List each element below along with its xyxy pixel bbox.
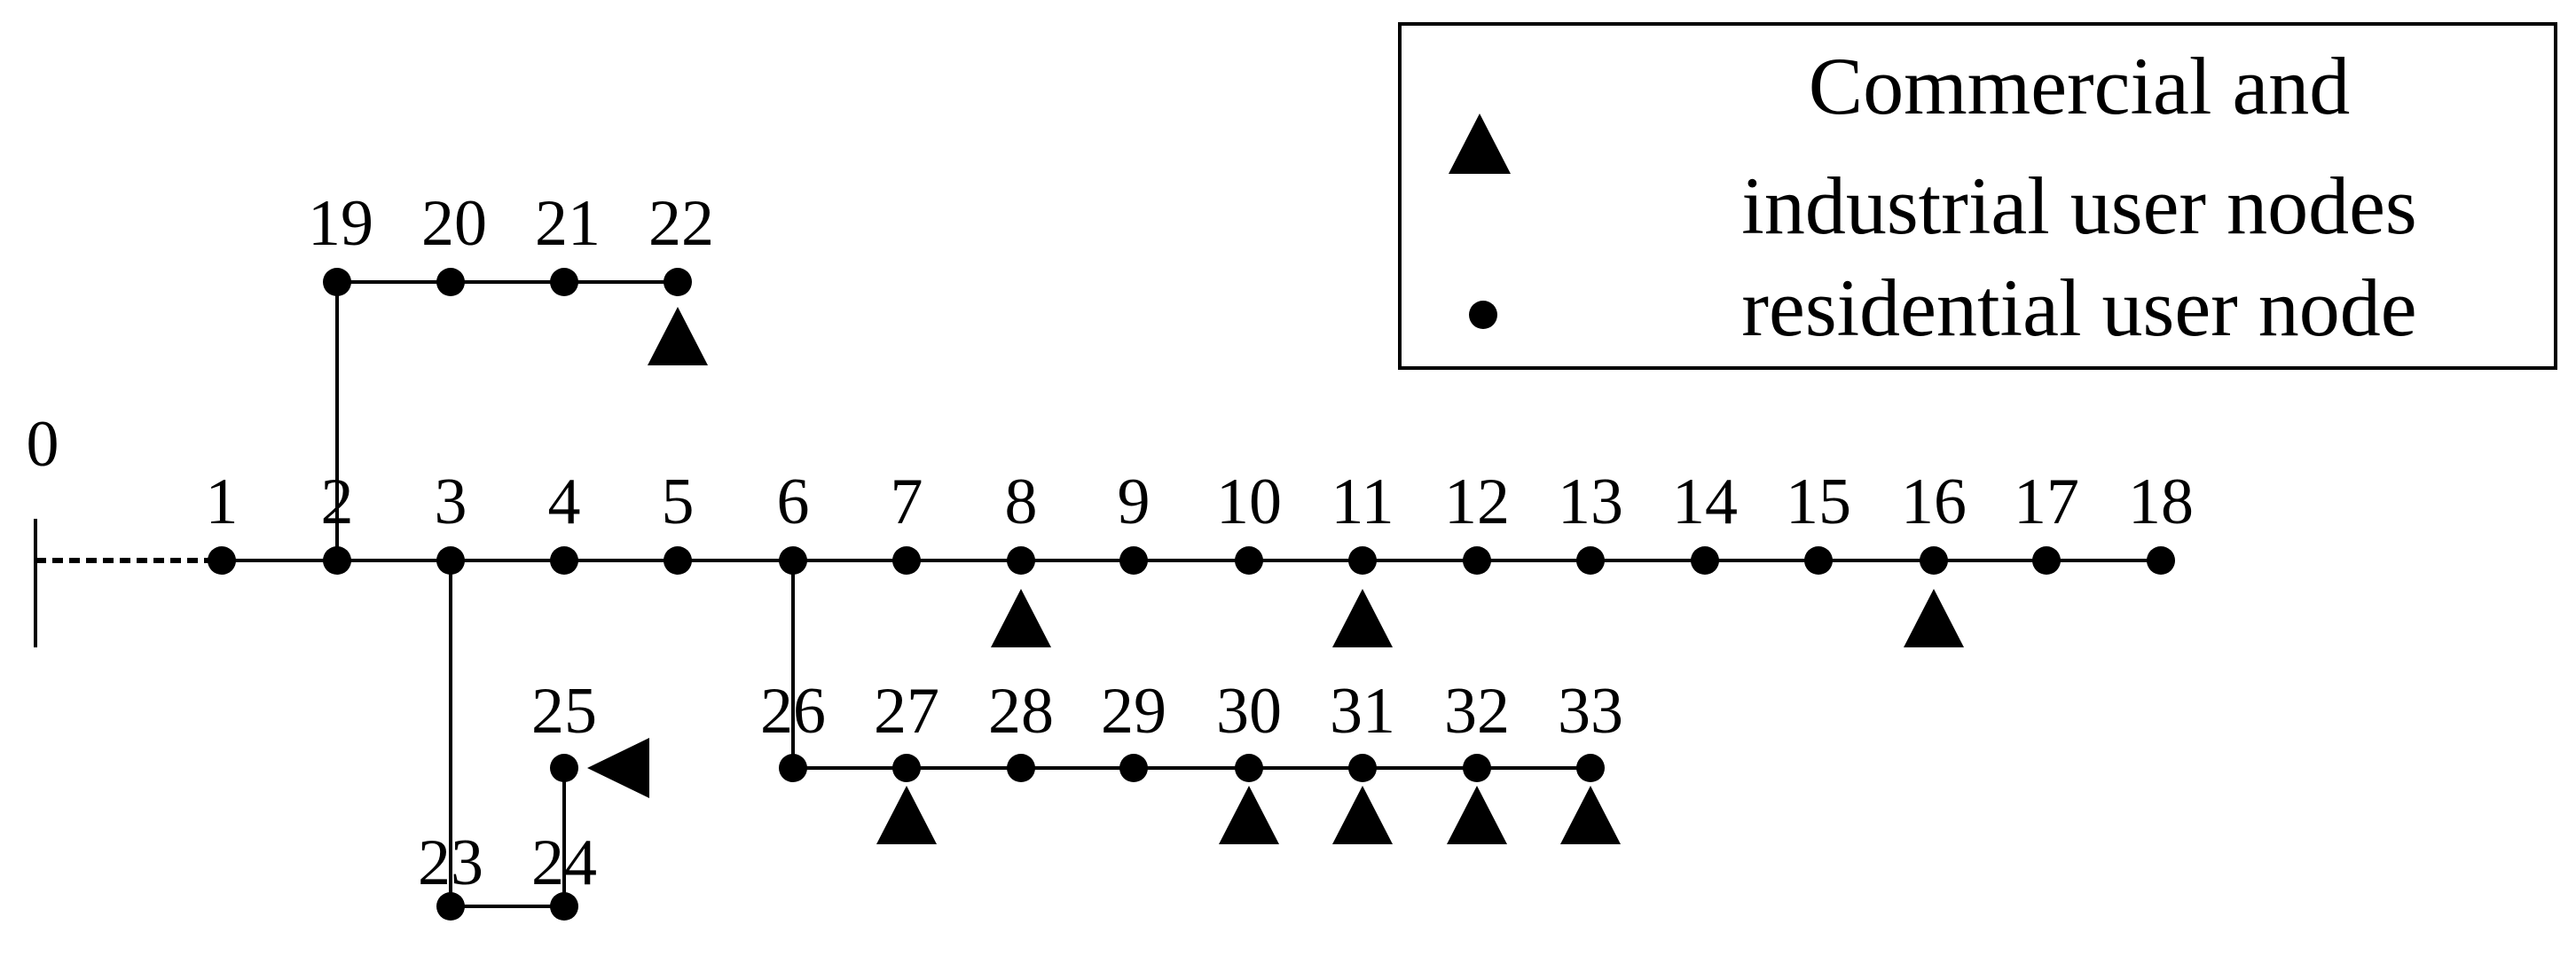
nodes-layer [208,268,2175,921]
node-19 [323,268,351,296]
node-label-3: 3 [435,466,467,538]
node-label-8: 8 [1005,466,1038,538]
triangle-icon [1449,114,1511,174]
triangle-icon-node-8 [991,589,1051,647]
node-20 [436,268,465,296]
node-label-6: 6 [777,466,810,538]
dot-icon [1469,301,1497,329]
node-label-27: 27 [874,675,939,748]
node-label-21: 21 [535,187,601,260]
node-label-18: 18 [2128,466,2194,538]
triangle-icon-node-16 [1904,589,1964,647]
node-label-19: 19 [308,187,373,260]
node-23 [436,892,465,921]
node-5 [664,546,692,575]
node-17 [2032,546,2061,575]
node-label-20: 20 [421,187,487,260]
node-label-32: 32 [1444,675,1510,748]
source-label: 0 [27,408,59,481]
node-label-11: 11 [1331,466,1394,538]
node-9 [1119,546,1148,575]
node-1 [208,546,236,575]
node-label-1: 1 [206,466,239,538]
node-14 [1691,546,1719,575]
node-26 [779,754,807,782]
node-label-26: 26 [760,675,826,748]
triangle-icon-node-32 [1447,786,1507,844]
node-label-4: 4 [548,466,581,538]
legend-commercial-line1: Commercial and [1809,41,2351,131]
commercial-industrial-markers [587,307,1964,844]
node-25 [550,754,578,782]
node-31 [1348,754,1377,782]
node-label-7: 7 [891,466,923,538]
node-label-2: 2 [321,466,354,538]
node-10 [1235,546,1263,575]
node-label-28: 28 [988,675,1054,748]
triangle-icon-node-33 [1560,786,1621,844]
node-27 [892,754,921,782]
node-8 [1007,546,1035,575]
node-label-14: 14 [1672,466,1738,538]
node-16 [1920,546,1948,575]
node-29 [1119,754,1148,782]
node-label-22: 22 [648,187,714,260]
legend-commercial-line2: industrial user nodes [1741,161,2416,251]
node-13 [1576,546,1605,575]
node-label-29: 29 [1101,675,1166,748]
triangle-icon-node-30 [1219,786,1279,844]
triangle-icon-node-22 [648,307,708,365]
node-30 [1235,754,1263,782]
node-label-33: 33 [1558,675,1623,748]
node-12 [1463,546,1491,575]
node-22 [664,268,692,296]
branch-lines [222,280,2161,908]
node-33 [1576,754,1605,782]
node-label-24: 24 [531,827,597,899]
node-4 [550,546,578,575]
legend-box [1398,22,2557,370]
legend-residential: residential user node [1741,263,2416,353]
node-label-17: 17 [2014,466,2079,538]
node-label-15: 15 [1786,466,1851,538]
triangle-icon-node-25 [587,738,649,798]
node-3 [436,546,465,575]
triangle-icon-node-11 [1332,589,1393,647]
node-label-10: 10 [1216,466,1282,538]
node-label-31: 31 [1330,675,1395,748]
node-11 [1348,546,1377,575]
node-28 [1007,754,1035,782]
node-32 [1463,754,1491,782]
node-15 [1804,546,1833,575]
legend: Commercial and industrial user nodes res… [1398,22,2557,370]
node-label-5: 5 [662,466,695,538]
node-6 [779,546,807,575]
node-label-13: 13 [1558,466,1623,538]
node-label-9: 9 [1118,466,1151,538]
triangle-icon-node-27 [876,786,937,844]
node-label-12: 12 [1444,466,1510,538]
triangle-icon-node-31 [1332,786,1393,844]
node-21 [550,268,578,296]
node-18 [2147,546,2175,575]
node-label-25: 25 [531,675,597,748]
node-2 [323,546,351,575]
node-24 [550,892,578,921]
node-label-23: 23 [418,827,483,899]
node-7 [892,546,921,575]
node-label-30: 30 [1216,675,1282,748]
node-label-16: 16 [1901,466,1967,538]
